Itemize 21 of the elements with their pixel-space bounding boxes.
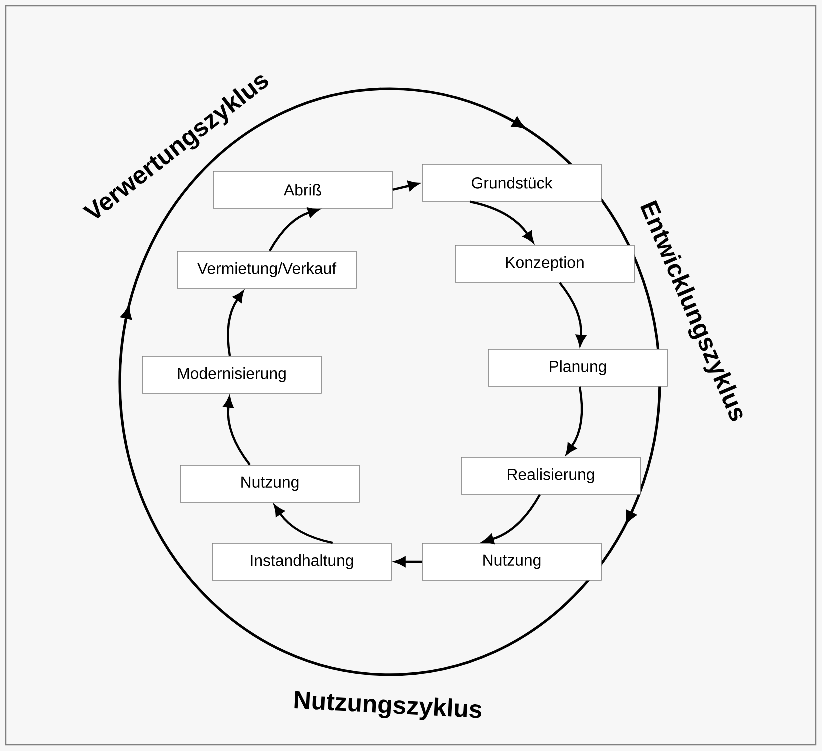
arrow [566,386,584,455]
process-box: Modernisierung [142,356,322,394]
process-box: Nutzung [422,543,602,581]
process-box: Realisierung [461,457,641,495]
arrow [269,208,320,252]
process-box: Grundstück [422,164,602,202]
arrow [394,556,422,568]
process-box: Vermietung/Verkauf [177,251,357,289]
process-box: Nutzung [180,465,360,503]
arrow [482,494,541,544]
process-box: Instandhaltung [212,543,392,581]
arrow [392,181,420,192]
arrow [224,396,251,466]
arrow [274,505,334,544]
process-box: Konzeption [455,245,635,283]
arrow [470,200,534,243]
cycle-label: Nutzungszyklus [294,691,482,720]
process-box: Abriß [213,171,393,209]
process-box: Planung [488,349,668,387]
arrow [227,291,244,356]
arrow [559,282,586,346]
